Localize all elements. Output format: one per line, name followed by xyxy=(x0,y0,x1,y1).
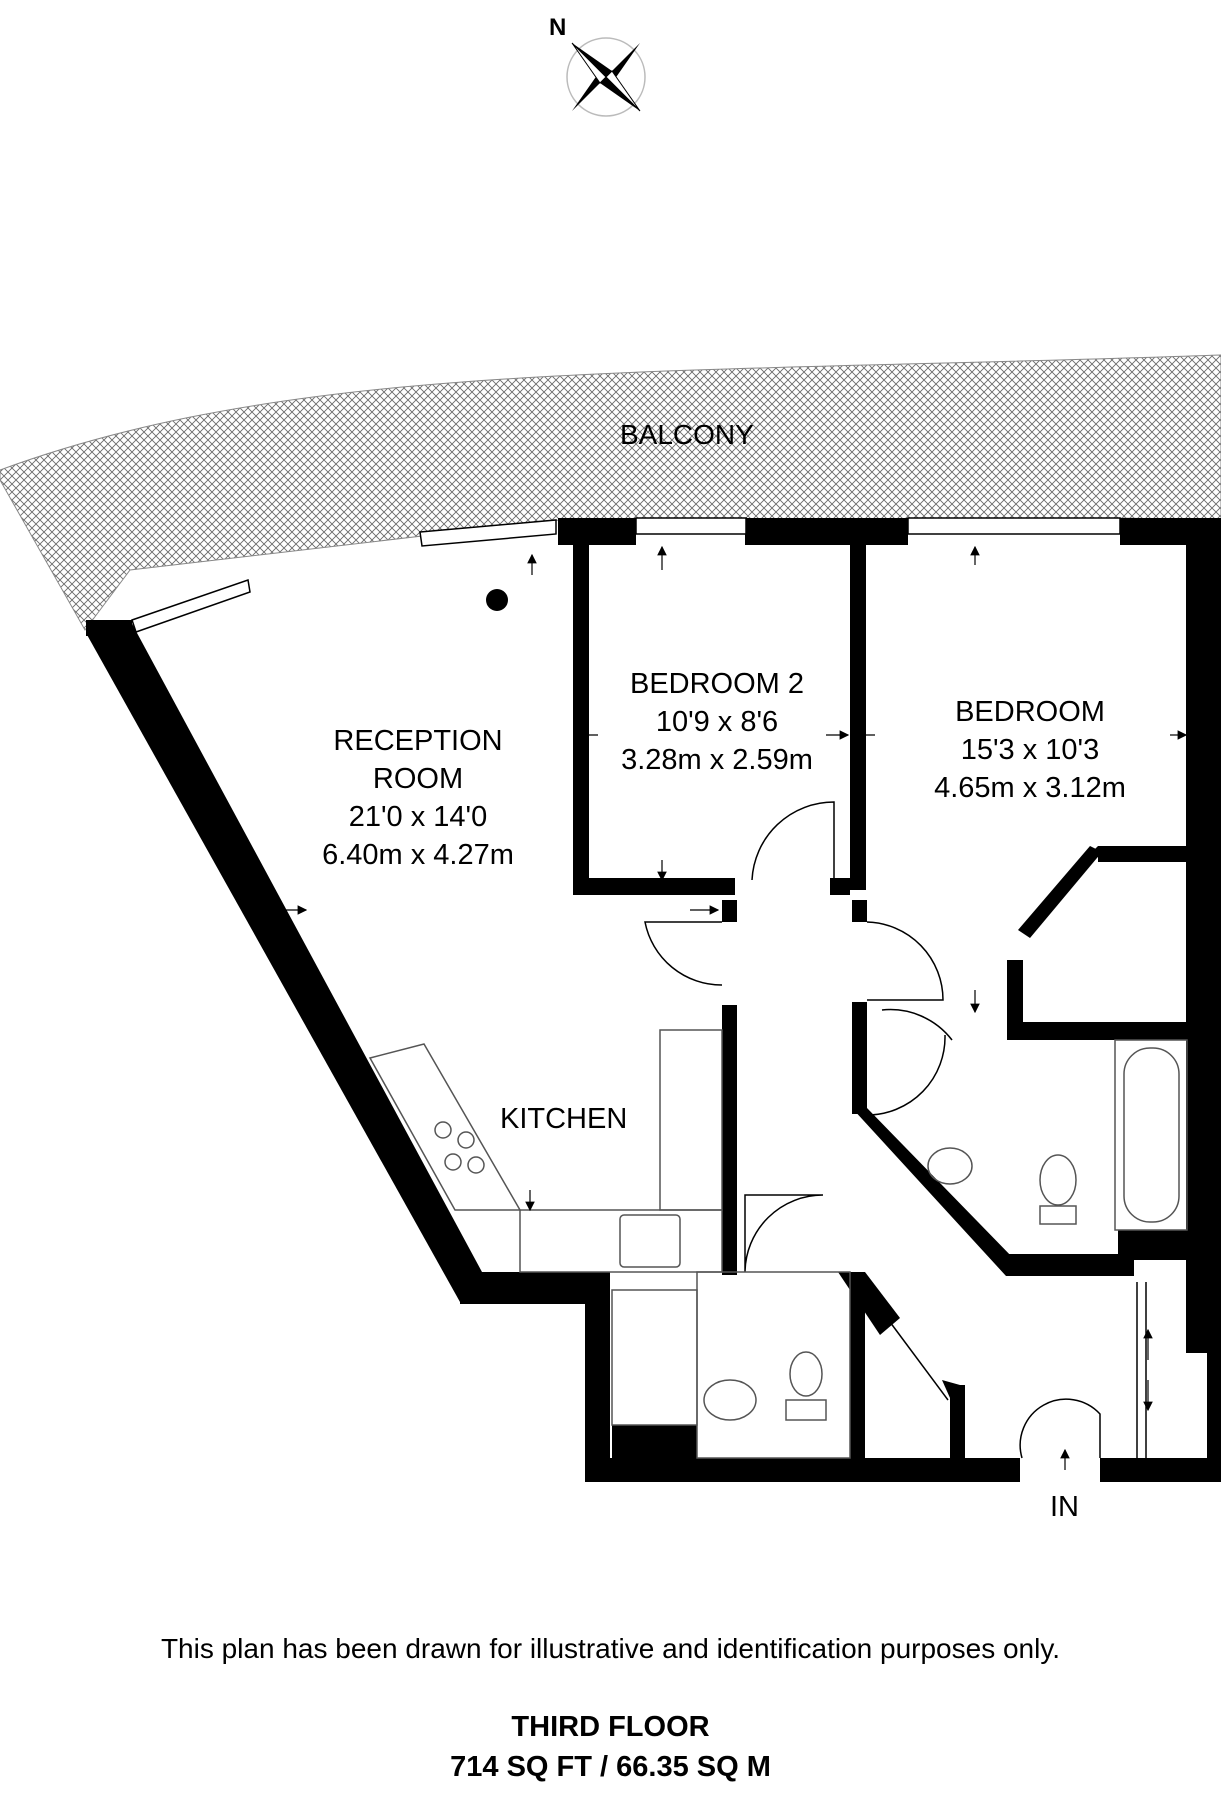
floor-name: THIRD FLOOR xyxy=(511,1711,710,1743)
balcony-label: BALCONY xyxy=(620,419,754,450)
reception-name-line2: ROOM xyxy=(372,763,464,795)
north-label: N xyxy=(549,14,567,41)
bedroom-label: BEDROOM 15'3 x 10'3 4.65m x 3.12m xyxy=(900,693,1160,807)
entrance-label: IN xyxy=(1050,1491,1079,1523)
compass-rose-icon xyxy=(566,37,646,117)
floor-area: 714 SQ FT / 66.35 SQ M xyxy=(450,1751,771,1783)
balcony-area xyxy=(0,354,1221,631)
reception-room-label: RECEPTION ROOM 21'0 x 14'0 6.40m x 4.27m xyxy=(290,722,546,874)
disclaimer-text: This plan has been drawn for illustrativ… xyxy=(160,1633,1061,1664)
doors xyxy=(644,801,1147,1459)
dimension-arrows xyxy=(280,545,1188,1470)
bedroom2-label: BEDROOM 2 10'9 x 8'6 3.28m x 2.59m xyxy=(592,665,842,779)
bedroom2-metric: 3.28m x 2.59m xyxy=(621,744,813,776)
bedroom2-name: BEDROOM 2 xyxy=(629,668,805,700)
kitchen-label: KITCHEN xyxy=(500,1103,628,1135)
bedroom-name: BEDROOM xyxy=(955,696,1105,728)
bedroom2-imperial: 10'9 x 8'6 xyxy=(655,706,779,738)
reception-metric: 6.40m x 4.27m xyxy=(322,839,514,871)
bedroom-metric: 4.65m x 3.12m xyxy=(934,772,1126,804)
windows xyxy=(131,517,1121,633)
bedroom-imperial: 15'3 x 10'3 xyxy=(960,734,1100,766)
reception-imperial: 21'0 x 14'0 xyxy=(348,801,488,833)
fixtures xyxy=(368,589,1188,1459)
reception-name-line1: RECEPTION xyxy=(333,725,503,757)
walls xyxy=(86,518,1221,1482)
